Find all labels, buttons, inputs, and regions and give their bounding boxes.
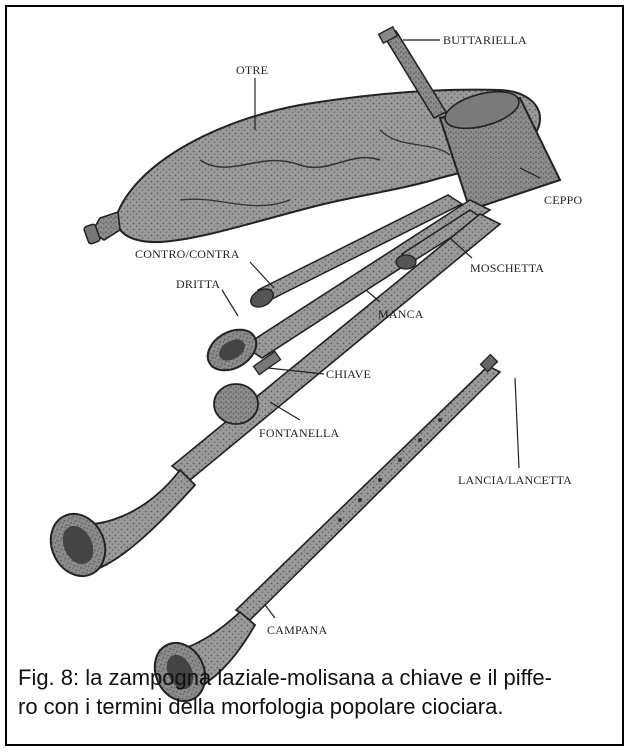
label-campana: CAMPANA [267, 623, 327, 637]
label-dritta: DRITTA [176, 277, 220, 291]
label-chiave: CHIAVE [326, 367, 371, 381]
label-contro-contra: CONTRO/CONTRA [135, 247, 240, 261]
label-manca: MANCA [378, 307, 424, 321]
label-moschetta: MOSCHETTA [470, 261, 544, 275]
figure-caption: Fig. 8: la zampogna laziale-molisana a c… [18, 663, 614, 721]
ceppo-stock [440, 85, 560, 210]
piffero [146, 355, 500, 710]
label-otre: OTRE [236, 63, 268, 77]
caption-line-1: Fig. 8: la zampogna laziale-molisana a c… [18, 663, 614, 692]
label-fontanella: FONTANELLA [259, 426, 339, 440]
chanter-manca [41, 214, 500, 585]
label-buttariella: BUTTARIELLA [443, 33, 527, 47]
label-ceppo: CEPPO [544, 193, 582, 207]
caption-line-2: ro con i termini della morfologia popola… [18, 692, 614, 721]
label-lancia-lancetta: LANCIA/LANCETTA [458, 473, 572, 487]
